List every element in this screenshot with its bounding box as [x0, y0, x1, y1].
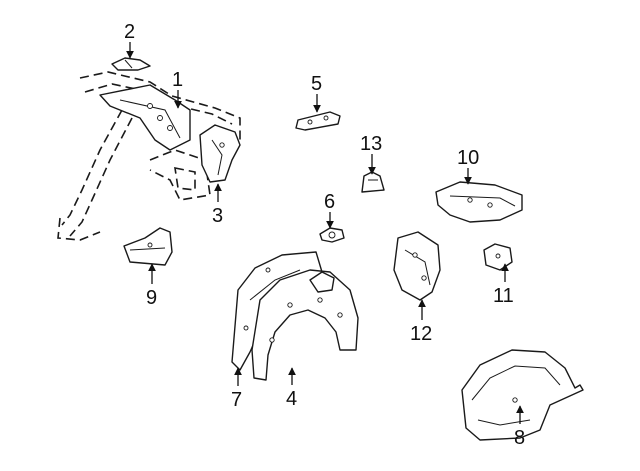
svg-text:8: 8	[514, 427, 525, 449]
callout-1: 1	[172, 69, 183, 109]
svg-text:9: 9	[146, 287, 157, 309]
svg-text:13: 13	[360, 133, 382, 155]
callout-12: 12	[410, 299, 432, 345]
part-1-inner-panel[interactable]	[99, 84, 191, 151]
svg-text:5: 5	[311, 73, 322, 95]
callout-6: 6	[324, 191, 335, 229]
part-9-bracket[interactable]	[123, 227, 173, 266]
svg-text:12: 12	[410, 323, 432, 345]
callout-2: 2	[124, 21, 135, 59]
svg-text:4: 4	[286, 388, 297, 410]
part-12-support[interactable]	[393, 231, 441, 301]
callout-9: 9	[146, 263, 157, 309]
part-10-wheelhouse-extension[interactable]	[435, 181, 523, 223]
svg-text:11: 11	[493, 285, 514, 307]
part-4-inner-wheelhouse[interactable]	[251, 269, 359, 381]
svg-text:7: 7	[231, 389, 242, 411]
svg-text:1: 1	[172, 69, 183, 91]
callout-7: 7	[231, 367, 242, 411]
part-13-clip[interactable]	[361, 171, 385, 193]
callout-8: 8	[514, 405, 525, 449]
part-8-wheel-liner[interactable]	[461, 349, 584, 441]
part-5-bracket[interactable]	[295, 111, 341, 131]
callout-11: 11	[493, 263, 514, 307]
callout-10: 10	[457, 147, 479, 185]
callout-4: 4	[286, 367, 297, 410]
part-11-bracket[interactable]	[483, 243, 513, 271]
part-2-bracket[interactable]	[111, 57, 151, 71]
svg-text:3: 3	[212, 205, 223, 227]
part-3-pillar-reinforcement[interactable]	[199, 124, 241, 183]
callout-5: 5	[311, 73, 322, 113]
callout-3: 3	[212, 183, 223, 227]
svg-text:10: 10	[457, 147, 479, 169]
callout-13: 13	[360, 133, 382, 175]
part-6-grommet[interactable]	[319, 227, 345, 243]
svg-text:6: 6	[324, 191, 335, 213]
svg-text:2: 2	[124, 21, 135, 43]
